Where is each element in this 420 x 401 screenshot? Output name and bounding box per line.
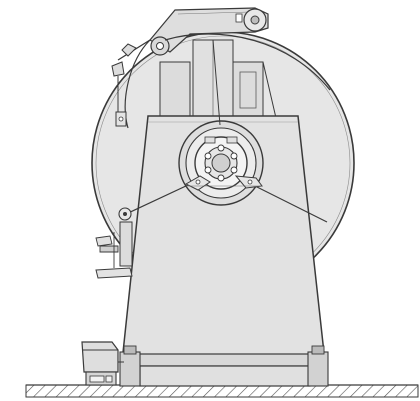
roller-cable	[164, 33, 331, 126]
guide-roller	[150, 36, 170, 56]
tension-cables	[125, 175, 328, 223]
side-mechanism	[95, 207, 133, 279]
control-box	[81, 341, 124, 386]
ground-hatching	[25, 384, 419, 398]
upper-mast	[159, 39, 277, 119]
hub-assembly	[178, 120, 264, 206]
upper-arm	[149, 7, 269, 53]
base-frame	[119, 345, 329, 387]
left-linkage	[111, 39, 151, 129]
